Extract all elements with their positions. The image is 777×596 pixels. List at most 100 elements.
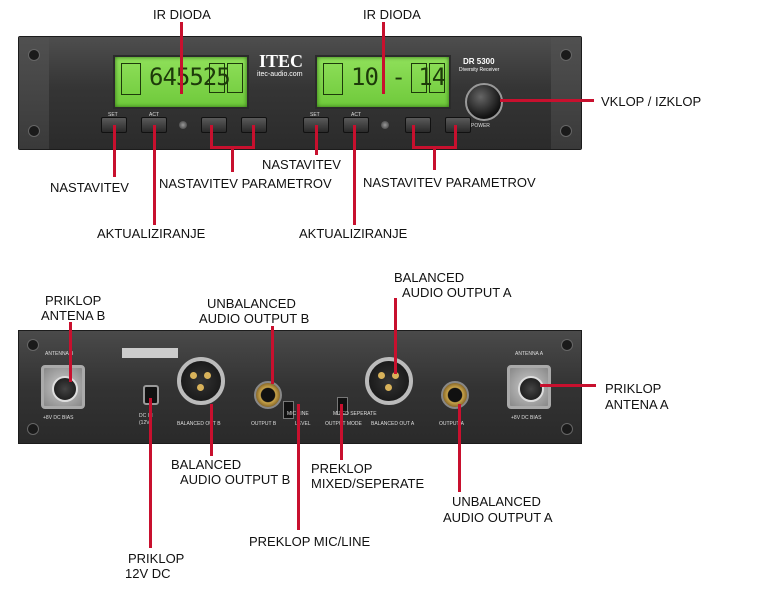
pointer-line xyxy=(113,125,116,177)
antenna-b-label: ANTENNA B xyxy=(45,351,74,357)
label-mixsep-1: PREKLOP xyxy=(311,461,373,476)
pointer-line xyxy=(394,298,397,374)
label-aktualiziranje-2: AKTUALIZIRANJE xyxy=(299,226,408,241)
output-b-label: OUTPUT B xyxy=(251,421,277,427)
bal-out-b-label: BALANCED OUT B xyxy=(177,421,221,427)
pointer-line xyxy=(340,404,343,460)
antenna-a-label: ANTENNA A xyxy=(515,351,544,357)
pointer-line xyxy=(297,404,300,530)
unbalanced-out-a-jack[interactable] xyxy=(441,381,469,409)
model-name: DR 5300 xyxy=(463,57,495,66)
set-label: SET xyxy=(310,112,320,118)
antenna-a-connector[interactable] xyxy=(507,365,551,409)
pointer-line xyxy=(231,146,234,172)
lcd-display-left: 645525 xyxy=(113,55,249,109)
label-ant-b-1: PRIKLOP xyxy=(45,293,102,308)
rack-hole xyxy=(560,49,572,61)
af-meter-icon xyxy=(429,63,445,93)
pointer-line xyxy=(433,146,436,170)
power-button[interactable] xyxy=(465,83,503,121)
label-bal-a-1: BALANCED xyxy=(394,270,465,285)
pointer-line xyxy=(540,384,596,387)
label-bal-a-2: AUDIO OUTPUT A xyxy=(402,285,512,300)
down-button-right[interactable] xyxy=(405,117,431,133)
label-ant-b-2: ANTENA B xyxy=(41,308,106,323)
antenna-b-connector[interactable] xyxy=(41,365,85,409)
pointer-line xyxy=(153,125,156,225)
rack-hole xyxy=(561,423,573,435)
pointer-line xyxy=(180,22,183,94)
set-label: SET xyxy=(108,112,118,118)
brand-logo: ITEC xyxy=(259,51,304,71)
label-nastavitev-1: NASTAVITEV xyxy=(50,180,129,195)
label-param-1: NASTAVITEV PARAMETROV xyxy=(159,176,332,191)
bias-label-b: +8V DC BIAS xyxy=(43,415,74,421)
label-dc-1: PRIKLOP xyxy=(128,551,185,566)
label-unbal-b-1: UNBALANCED xyxy=(207,296,296,311)
pointer-line xyxy=(69,322,72,382)
pointer-line xyxy=(454,125,457,147)
af-meter-icon xyxy=(227,63,243,93)
pointer-line xyxy=(353,125,356,225)
xlr-out-a[interactable] xyxy=(365,357,413,405)
act-label: ACT xyxy=(351,112,361,118)
label-ir-diode-1: IR DIODA xyxy=(153,7,211,22)
label-micline: PREKLOP MIC/LINE xyxy=(249,534,371,549)
label-nastavitev-2: NASTAVITEV xyxy=(262,157,341,172)
label-aktualiziranje-1: AKTUALIZIRANJE xyxy=(97,226,206,241)
label-mixsep-2: MIXED/SEPERATE xyxy=(311,476,425,491)
pointer-line xyxy=(382,22,385,94)
up-button-right[interactable] xyxy=(445,117,471,133)
label-bal-b-2: AUDIO OUTPUT B xyxy=(180,472,291,487)
rf-meter-icon xyxy=(411,63,427,93)
front-panel: 645525 10 - 14 ITEC itec-audio.com DR 53… xyxy=(18,36,582,150)
label-param-2: NASTAVITEV PARAMETROV xyxy=(363,175,536,190)
pointer-line xyxy=(210,404,213,456)
rack-hole xyxy=(27,423,39,435)
brand-website: itec-audio.com xyxy=(257,71,303,78)
signal-bars-icon xyxy=(121,63,141,95)
serial-sticker xyxy=(122,348,178,358)
model-subtitle: Diversity Receiver xyxy=(459,67,500,73)
level-label: LEVEL xyxy=(295,421,311,427)
lcd-left-readout: 645525 xyxy=(149,63,231,91)
bal-out-a-label: BALANCED OUT A xyxy=(371,421,415,427)
label-unbal-b-2: AUDIO OUTPUT B xyxy=(199,311,310,326)
rack-hole xyxy=(28,49,40,61)
label-bal-b-1: BALANCED xyxy=(171,457,242,472)
rear-panel: ANTENNA B +8V DC BIAS DC IN (12V) BALANC… xyxy=(18,330,582,444)
ir-diode-right xyxy=(381,121,389,129)
lcd-right-readout: 10 - 14 xyxy=(351,63,446,91)
output-a-label: OUTPUT A xyxy=(439,421,464,427)
power-label: POWER xyxy=(471,123,490,129)
pointer-line xyxy=(458,404,461,492)
pointer-line xyxy=(252,125,255,147)
dc-in-label: DC IN xyxy=(139,413,153,419)
rf-meter-icon xyxy=(209,63,225,93)
bias-label-a: +8V DC BIAS xyxy=(511,415,542,421)
act-label: ACT xyxy=(149,112,159,118)
label-unbal-a-2: AUDIO OUTPUT A xyxy=(443,510,553,525)
mic-line-switch[interactable] xyxy=(283,401,294,419)
act-button-right[interactable] xyxy=(343,117,369,133)
unbalanced-out-b-jack[interactable] xyxy=(254,381,282,409)
down-button-left[interactable] xyxy=(201,117,227,133)
rack-hole xyxy=(561,339,573,351)
xlr-out-b[interactable] xyxy=(177,357,225,405)
pointer-line xyxy=(412,125,415,147)
label-dc-2: 12V DC xyxy=(125,566,171,581)
rack-hole xyxy=(28,125,40,137)
dc-volt-label: (12V) xyxy=(139,420,152,426)
pointer-line xyxy=(149,398,152,548)
output-mode-label: OUTPUT MODE xyxy=(325,421,362,427)
pointer-line xyxy=(315,125,318,155)
pointer-line xyxy=(210,125,213,147)
rack-hole xyxy=(27,339,39,351)
rack-hole xyxy=(560,125,572,137)
label-ir-diode-2: IR DIODA xyxy=(363,7,421,22)
pointer-line xyxy=(500,99,594,102)
label-unbal-a-1: UNBALANCED xyxy=(452,494,541,509)
ir-diode-left xyxy=(179,121,187,129)
pointer-line xyxy=(271,326,274,384)
signal-bars-icon xyxy=(323,63,343,95)
